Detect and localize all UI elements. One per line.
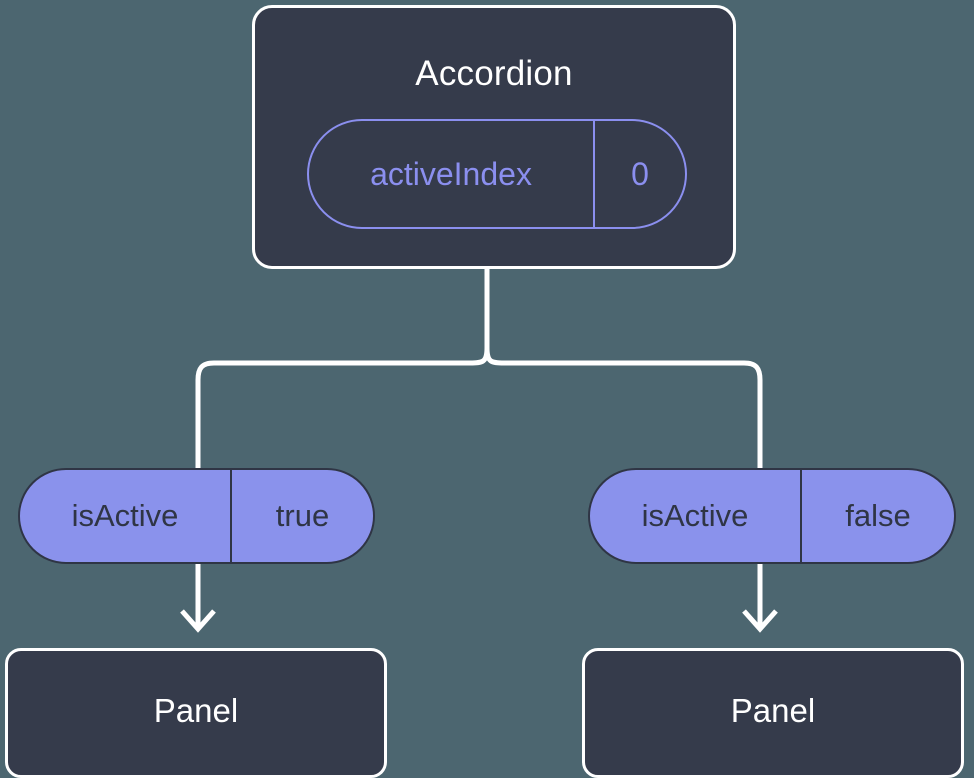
prop-isactive-true-value: true <box>275 498 330 533</box>
prop-activeindex[interactable]: activeIndex 0 <box>307 119 687 229</box>
prop-activeindex-key: activeIndex <box>309 121 595 227</box>
accordion-title: Accordion <box>415 54 573 93</box>
panel-right-label: Panel <box>730 691 816 729</box>
node-panel-right[interactable]: Panel <box>582 648 964 778</box>
node-panel-left[interactable]: Panel <box>5 648 387 778</box>
arrow-right-head-icon <box>742 609 778 633</box>
connector-branch-right <box>484 347 763 470</box>
prop-activeindex-value: 0 <box>631 155 649 192</box>
prop-isactive-false-value: false <box>845 498 911 533</box>
prop-isactive-false[interactable]: isActive false <box>588 468 956 564</box>
prop-isactive-false-key: isActive <box>590 470 802 562</box>
panel-left-label: Panel <box>153 691 239 729</box>
arrow-left-head-icon <box>180 609 216 633</box>
prop-isactive-true-key: isActive <box>20 470 232 562</box>
node-accordion[interactable]: Accordion activeIndex 0 <box>252 5 736 269</box>
connector-branch-left <box>195 347 490 470</box>
prop-isactive-true[interactable]: isActive true <box>18 468 375 564</box>
